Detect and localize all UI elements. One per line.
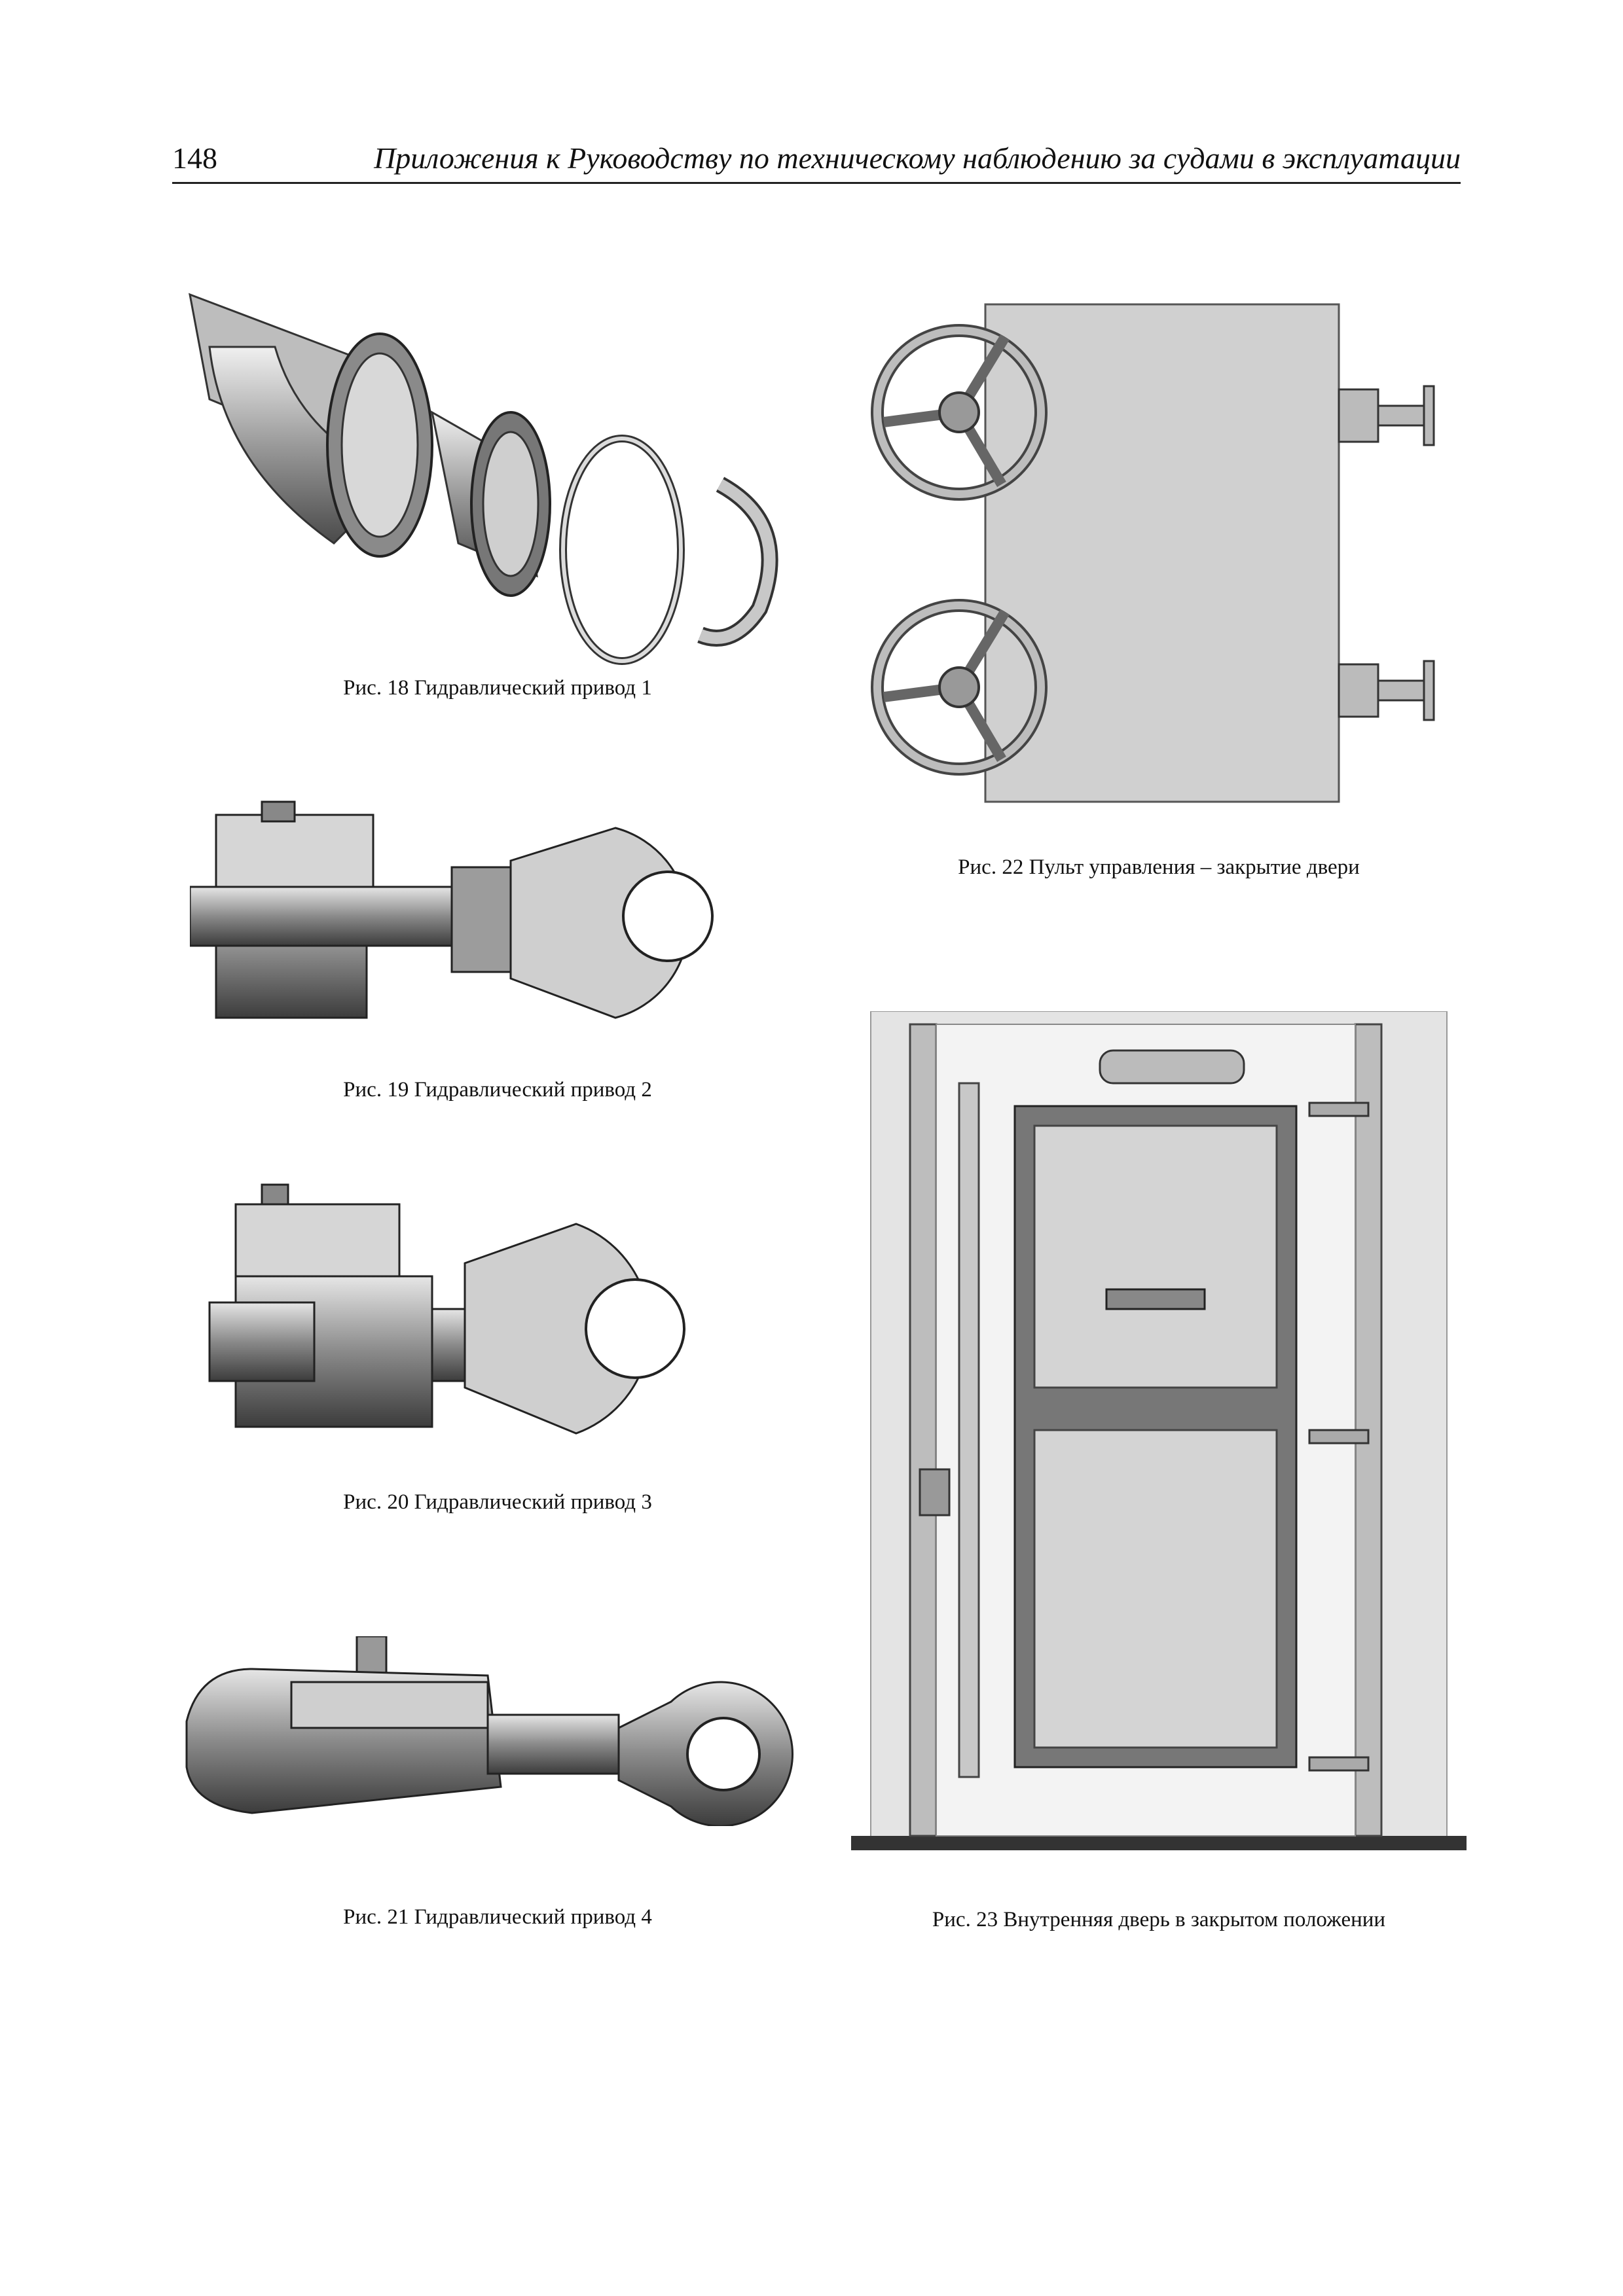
figure-19-hydraulic-drive-2 <box>190 795 818 1031</box>
page-number: 148 <box>172 141 217 175</box>
running-title: Приложения к Руководству по техническому… <box>374 141 1461 175</box>
handwheel-bottom <box>871 599 1048 776</box>
figure-18-hydraulic-drive-1 <box>183 268 812 674</box>
figure-21-hydraulic-drive-4 <box>173 1636 802 1826</box>
page-header: 148 Приложения к Руководству по техничес… <box>172 137 1461 184</box>
actuator-bottom <box>1338 660 1435 721</box>
handwheel-top <box>871 324 1048 501</box>
figure-22-caption: Рис. 22 Пульт управления – закрытие двер… <box>958 855 1360 879</box>
figure-23-inner-door-closed <box>851 1011 1467 1856</box>
figure-20-hydraulic-drive-3 <box>196 1178 799 1446</box>
figure-18-caption: Рис. 18 Гидравлический привод 1 <box>343 676 652 700</box>
figure-19-caption: Рис. 19 Гидравлический привод 2 <box>343 1078 652 1102</box>
figure-22-control-panel <box>864 298 1453 821</box>
figure-23-caption: Рис. 23 Внутренняя дверь в закрытом поло… <box>932 1908 1386 1931</box>
actuator-top <box>1338 385 1435 446</box>
figure-20-caption: Рис. 20 Гидравлический привод 3 <box>343 1490 652 1514</box>
figure-21-caption: Рис. 21 Гидравлический привод 4 <box>343 1905 652 1929</box>
